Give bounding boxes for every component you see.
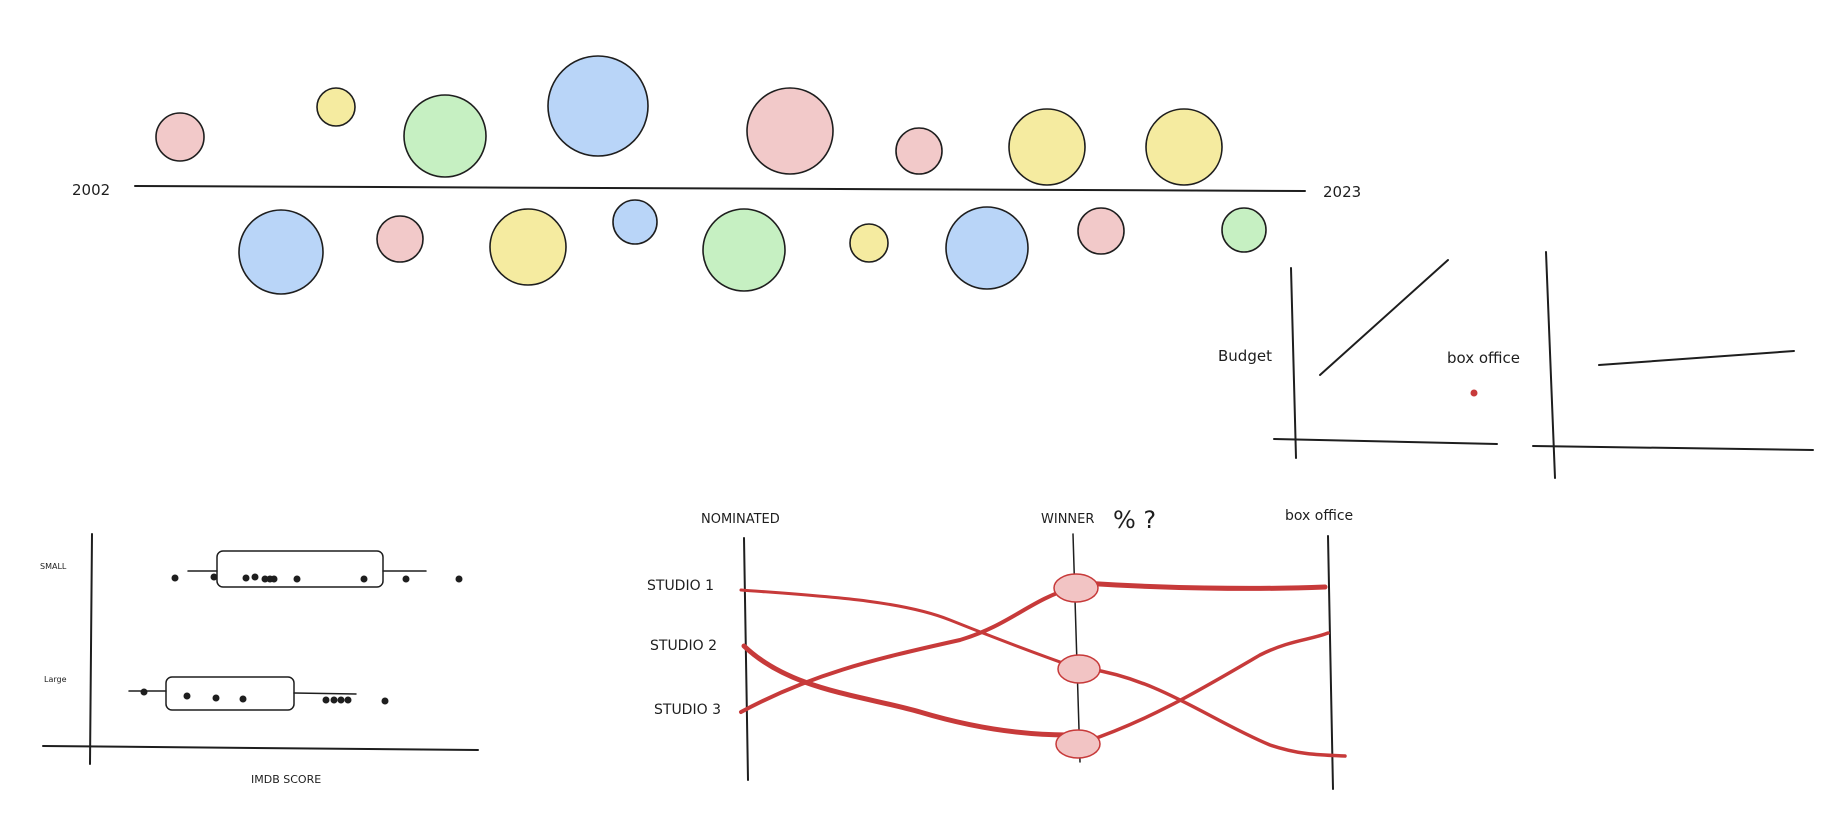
slope-connector-lines [739, 580, 1347, 758]
slope-col-winner-label: WINNER [1041, 512, 1094, 527]
boxplot-row-small [171, 550, 463, 588]
boxplot-large-point-2 [183, 692, 191, 700]
slope-line-studio3-nominated-to-winner [739, 586, 1074, 714]
boxplot-large-point-8 [344, 696, 352, 704]
timeline-below-bubble-8-pink [1077, 207, 1125, 255]
boxplot-y-axis [89, 533, 93, 765]
bubbles-below-axis [238, 199, 1267, 295]
timeline-above-bubble-6-pink [895, 127, 943, 175]
slope-studio-2-label: STUDIO 2 [650, 638, 717, 654]
timeline-above-bubble-5-pink [746, 87, 834, 175]
boxplot-large-point-7 [337, 696, 345, 704]
scatter-sketch-group: Budget box office [1218, 251, 1814, 479]
boxplot-large-point-3 [212, 694, 220, 702]
boxplot-small-point-1 [171, 574, 179, 582]
slope-axis-nominated [743, 537, 749, 781]
boxplot-large-point-5 [322, 696, 330, 704]
boxplot-small-point-8 [293, 575, 301, 583]
timeline-below-bubble-7-blue [945, 206, 1029, 290]
slope-studio-1-label: STUDIO 1 [647, 578, 714, 594]
boxplot-large-points [140, 688, 389, 705]
slope-line-studio2-winner-to-boxoffice [1088, 667, 1347, 758]
timeline-above-bubble-1-pink [155, 112, 205, 162]
scatter-box-office-x-axis [1532, 445, 1814, 451]
scatter-box-office-label: box office [1447, 349, 1520, 367]
scatter-budget-x-axis [1273, 438, 1498, 445]
scatter-budget-label: Budget [1218, 347, 1272, 365]
scatter-sketch-budget: Budget box office [1218, 259, 1520, 459]
slope-chart-sketch: NOMINATED WINNER % ? box office STUDIO 1… [647, 506, 1353, 790]
timeline-bubble-sketch: 2002 2023 [72, 55, 1361, 295]
timeline-above-bubble-4-blue [547, 55, 649, 157]
slope-line-studio1-nominated-to-winner [739, 588, 1079, 670]
scatter-sketch-box-office [1532, 251, 1814, 479]
timeline-below-bubble-2-pink [376, 215, 424, 263]
scatter-budget-trend-line [1319, 259, 1449, 376]
timeline-above-bubble-3-green [403, 94, 487, 178]
scatter-red-dot [1470, 389, 1478, 397]
boxplot-large-point-9 [381, 697, 389, 705]
scatter-box-office-trend-line [1598, 350, 1795, 366]
boxplot-large-point-6 [330, 696, 338, 704]
boxplot-x-label: IMDB SCORE [251, 773, 321, 786]
boxplot-large-point-1 [140, 688, 148, 696]
timeline-end-label: 2023 [1323, 183, 1361, 201]
boxplot-small-point-2 [210, 573, 218, 581]
timeline-below-bubble-3-yellow [489, 208, 567, 286]
timeline-below-bubble-6-yellow [849, 223, 889, 263]
boxplot-large-box [165, 676, 295, 711]
boxplot-sketch: SMALL Large IMDB SCORE [40, 533, 479, 786]
timeline-start-label: 2002 [72, 181, 110, 199]
timeline-above-bubble-8-yellow [1145, 108, 1223, 186]
scatter-budget-y-axis [1290, 267, 1297, 459]
timeline-below-bubble-1-blue [238, 209, 324, 295]
boxplot-x-axis [42, 745, 479, 751]
bubbles-above-axis [155, 55, 1223, 186]
boxplot-small-point-5 [261, 575, 269, 583]
timeline-below-bubble-9-green [1221, 207, 1267, 253]
slope-winner-node-3 [1055, 729, 1101, 759]
slope-axis-box-office [1327, 535, 1334, 790]
slope-studio-3-label: STUDIO 3 [654, 702, 721, 718]
boxplot-large-point-4 [239, 695, 247, 703]
boxplot-small-point-3 [242, 574, 250, 582]
slope-axis-winner [1072, 533, 1081, 763]
boxplot-small-point-10 [402, 575, 410, 583]
slope-line-studio1-winner-to-boxoffice [1079, 580, 1328, 591]
slope-winner-node-2 [1057, 654, 1101, 684]
slope-winner-nodes [1053, 573, 1101, 759]
timeline-below-bubble-4-blue [612, 199, 658, 245]
boxplot-large-whisker-right [293, 692, 357, 695]
boxplot-small-box [216, 550, 384, 588]
slope-col-box-office-label: box office [1285, 508, 1353, 524]
boxplot-small-points [171, 573, 463, 583]
scatter-box-office-y-axis [1545, 251, 1556, 479]
boxplot-small-point-9 [360, 575, 368, 583]
timeline-axis [134, 185, 1306, 192]
boxplot-small-point-11 [455, 575, 463, 583]
slope-line-studio3-winner-to-boxoffice [1083, 631, 1330, 744]
timeline-below-bubble-5-green [702, 208, 786, 292]
slope-winner-node-1 [1053, 573, 1099, 603]
slope-line-studio2-nominated-to-winner [741, 643, 1071, 738]
slope-col-winner-note: % ? [1113, 506, 1156, 534]
boxplot-row-large [128, 676, 389, 711]
timeline-above-bubble-7-yellow [1008, 108, 1086, 186]
boxplot-small-point-7 [270, 575, 278, 583]
timeline-above-bubble-2-yellow [316, 87, 356, 127]
slope-col-nominated-label: NOMINATED [701, 512, 780, 527]
boxplot-small-point-4 [251, 573, 259, 581]
boxplot-row-large-label: Large [44, 675, 67, 684]
boxplot-row-small-label: SMALL [40, 562, 67, 571]
